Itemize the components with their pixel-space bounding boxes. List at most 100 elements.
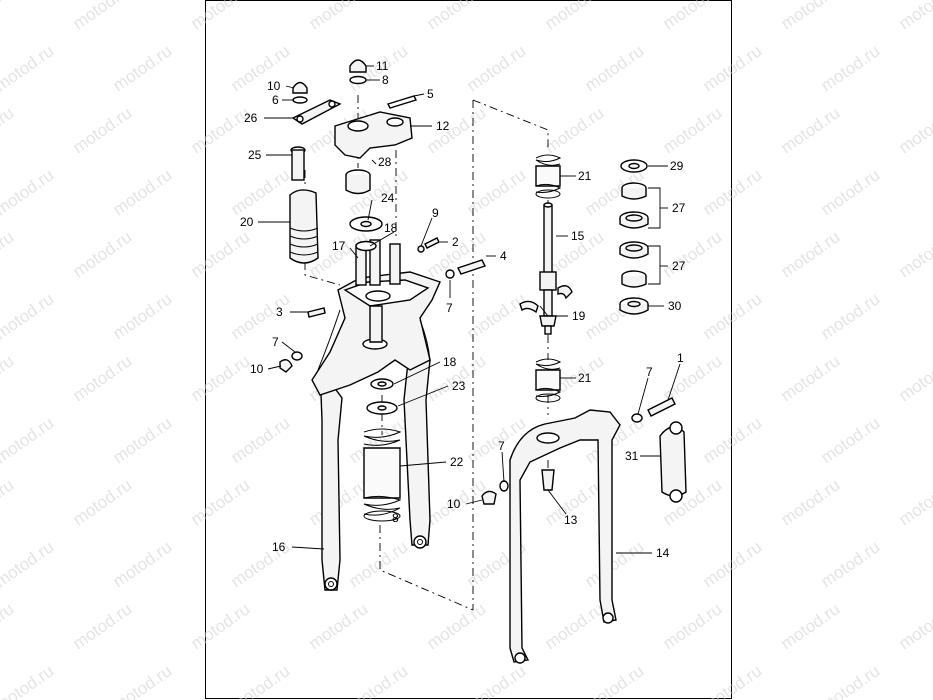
fork-rigid-leg-16 [319, 359, 431, 591]
top-plate-12 [334, 95, 417, 159]
spring-fork-14 [509, 409, 621, 664]
callout-26: 26 [244, 111, 258, 125]
callout-21: 21 [578, 371, 592, 385]
acorn-nut-10-left [279, 359, 293, 373]
callout-18: 18 [443, 355, 457, 369]
watermark-text: motod.ru [0, 537, 57, 591]
watermark-text: motod.ru [895, 475, 933, 529]
watermark-text: motod.ru [895, 599, 933, 653]
acorn-nut-10-top [292, 81, 308, 104]
watermark-text: motod.ru [345, 537, 411, 591]
callout-12: 12 [436, 119, 450, 133]
watermark-text: motod.ru [0, 103, 17, 157]
watermark-text: motod.ru [69, 475, 135, 529]
watermark-text: motod.ru [187, 351, 253, 405]
watermark-text: motod.ru [541, 0, 607, 33]
watermark-text: motod.ru [817, 413, 883, 467]
bearing-cup-30 [619, 297, 649, 315]
spring-21-top [535, 154, 562, 199]
watermark-text: motod.ru [423, 103, 489, 157]
callout-23: 23 [452, 379, 466, 393]
spring-21-lower [535, 358, 562, 403]
watermark-text: motod.ru [463, 41, 529, 95]
callout-7: 7 [498, 439, 505, 453]
shock-absorber-31 [659, 421, 687, 503]
watermark-text: motod.ru [0, 661, 57, 700]
watermark-text: motod.ru [109, 537, 175, 591]
watermark-text: motod.ru [699, 413, 765, 467]
watermark-text: motod.ru [581, 537, 647, 591]
watermark-text: motod.ru [699, 661, 765, 700]
watermark-text: motod.ru [109, 165, 175, 219]
watermark-text: motod.ru [187, 227, 253, 281]
watermark-text: motod.ru [423, 0, 489, 33]
watermark-text: motod.ru [463, 661, 529, 700]
watermark-text: motod.ru [187, 0, 253, 33]
callout-30: 30 [668, 299, 682, 313]
watermark-text: motod.ru [109, 41, 175, 95]
callout-22: 22 [450, 455, 464, 469]
watermark-text: motod.ru [0, 599, 17, 653]
callout-7: 7 [446, 301, 453, 315]
watermark-text: motod.ru [581, 289, 647, 343]
watermark-text: motod.ru [777, 599, 843, 653]
watermark-text: motod.ru [817, 537, 883, 591]
watermark-text: motod.ru [0, 165, 57, 219]
callout-4: 4 [500, 249, 507, 263]
callout-24: 24 [381, 191, 395, 205]
bearing-set-27-lower [619, 241, 649, 288]
callout-7: 7 [646, 365, 653, 379]
watermark-text: motod.ru [699, 165, 765, 219]
watermark-text: motod.ru [581, 41, 647, 95]
watermark-text: motod.ru [227, 413, 293, 467]
callout-28: 28 [378, 155, 392, 169]
watermark-text: motod.ru [227, 661, 293, 700]
callout-10: 10 [267, 79, 281, 93]
callout-27: 27 [672, 201, 686, 215]
callout-10: 10 [447, 497, 461, 511]
watermark-text: motod.ru [69, 351, 135, 405]
leader-lines [258, 65, 681, 554]
washer-23 [366, 401, 398, 415]
bolt-4 [445, 259, 486, 279]
watermark-text: motod.ru [227, 289, 293, 343]
watermark-text: motod.ru [0, 475, 17, 529]
fork-bracket-17 [311, 239, 441, 396]
callout-19: 19 [572, 309, 586, 323]
bolt-1 [647, 397, 676, 417]
washer-24 [349, 216, 383, 232]
watermark-text: motod.ru [69, 599, 135, 653]
watermark-text: motod.ru [817, 289, 883, 343]
watermark-text: motod.ru [109, 413, 175, 467]
callout-31: 31 [625, 449, 639, 463]
callout-27: 27 [672, 259, 686, 273]
callout-numbers: 11 8 10 6 5 26 12 25 28 24 20 9 18 2 17 … [240, 59, 686, 560]
watermark-text: motod.ru [541, 103, 607, 157]
washer-7-left [291, 351, 303, 361]
clips-19 [519, 285, 573, 314]
callout-5: 5 [427, 87, 434, 101]
watermark-text: motod.ru [0, 41, 57, 95]
watermark-text: motod.ru [659, 0, 725, 33]
watermark-text: motod.ru [659, 599, 725, 653]
callout-20: 20 [240, 215, 254, 229]
watermark-text: motod.ru [305, 0, 371, 33]
watermark-text: motod.ru [817, 41, 883, 95]
callout-9: 9 [432, 206, 439, 220]
bearing-set-27-upper [619, 182, 649, 229]
callout-7: 7 [272, 335, 279, 349]
watermark-text: motod.ru [581, 661, 647, 700]
callout-29: 29 [670, 159, 684, 173]
watermark-text: motod.ru [0, 413, 57, 467]
bolt-2-9 [417, 237, 440, 253]
watermark-text: motod.ru [659, 227, 725, 281]
watermark-text: motod.ru [895, 103, 933, 157]
callout-1: 1 [677, 351, 684, 365]
watermark-text: motod.ru [187, 599, 253, 653]
watermark-text: motod.ru [305, 599, 371, 653]
diagram-frame [205, 0, 732, 699]
watermark-text: motod.ru [69, 0, 135, 33]
watermark-text: motod.ru [777, 475, 843, 529]
watermark-text: motod.ru [69, 227, 135, 281]
